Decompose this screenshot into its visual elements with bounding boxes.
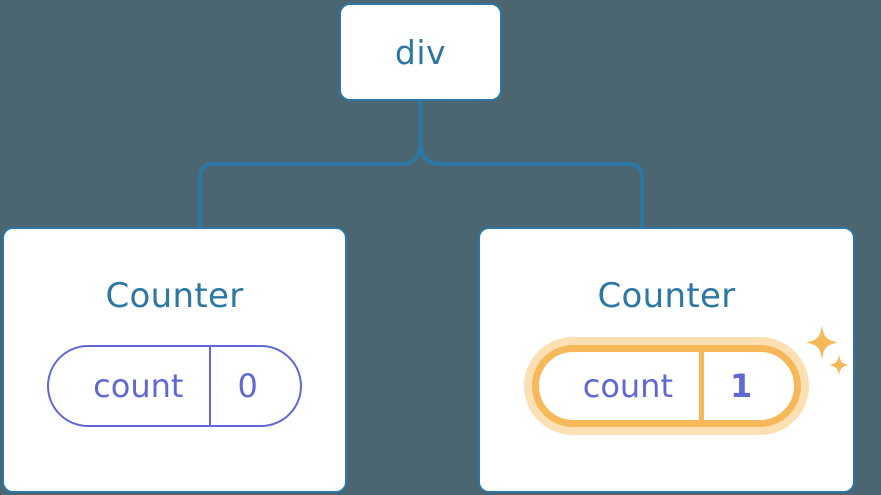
node-counter-right[interactable]: Counter count 1 (478, 227, 855, 493)
counter-right-title: Counter (597, 276, 736, 316)
counter-left-title: Counter (105, 276, 244, 316)
counter-left-state-wrap: count 0 (47, 345, 302, 427)
state-value-right: 1 (699, 352, 794, 420)
state-key-right: count (582, 367, 673, 405)
node-div[interactable]: div (339, 3, 502, 101)
edge-to-counter-right (418, 136, 644, 229)
state-key-left: count (93, 367, 184, 405)
counter-right-state-wrap: count 1 (531, 345, 802, 427)
state-value-left: 0 (209, 347, 299, 425)
edge-to-counter-left (198, 136, 423, 229)
node-div-label: div (394, 32, 447, 72)
node-counter-left[interactable]: Counter count 0 (2, 227, 347, 493)
state-pill-count-right[interactable]: count 1 (531, 345, 802, 427)
state-pill-count-left[interactable]: count 0 (47, 345, 302, 427)
